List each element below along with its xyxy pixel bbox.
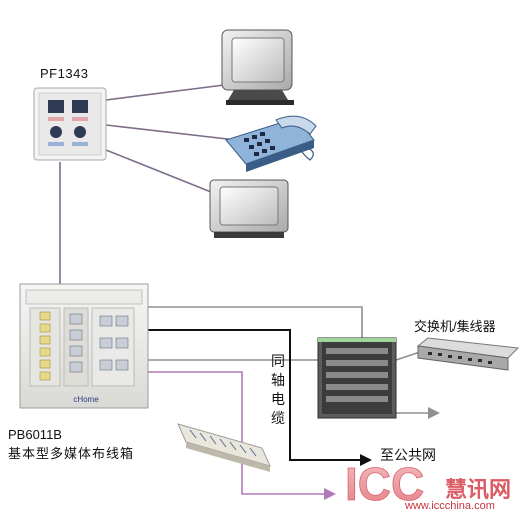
coax-port-1 <box>50 126 62 138</box>
svg-text:ICC: ICC <box>345 458 424 510</box>
cable-panel-to-tv <box>105 149 217 195</box>
switch-hub <box>416 337 520 371</box>
public-network-label: 至公共网 <box>380 447 436 463</box>
patch-panel <box>177 423 271 472</box>
rj45-port-2 <box>72 100 88 113</box>
telephone <box>225 115 317 172</box>
cable-box-to-public-lower <box>148 371 326 495</box>
svg-text:慧讯网: 慧讯网 <box>445 478 511 503</box>
box-name-label: 基本型多媒体布线箱 <box>8 446 135 461</box>
faceplate-panel <box>33 87 107 161</box>
rj45-port-1 <box>48 100 64 113</box>
coax-cable <box>148 329 362 461</box>
switch-label: 交换机/集线器 <box>414 319 496 334</box>
television <box>209 179 289 238</box>
box-brand-logo: cHome <box>73 395 99 404</box>
faceplate-model-label: PF1343 <box>40 66 89 81</box>
arrow-to-public-network <box>360 454 372 466</box>
coax-cable-label: 同轴电缆 <box>271 353 285 426</box>
cable-rack-to-switch <box>395 351 421 361</box>
cable-box-to-rack <box>148 306 363 338</box>
multimedia-box: cHome <box>19 283 149 409</box>
cable-panel-to-phone <box>105 124 237 141</box>
arrow-right-gray <box>428 407 440 419</box>
cable-panel-to-monitor <box>105 83 233 101</box>
cables <box>59 83 430 495</box>
icc-watermark-logo: ICC 慧讯网 <box>345 458 511 511</box>
arrowheads <box>324 407 440 500</box>
arrow-lower-purple <box>324 488 336 500</box>
network-rack <box>317 337 397 419</box>
watermark-url: www.iccchina.com <box>405 500 495 512</box>
box-model-label: PB6011B <box>8 427 62 442</box>
coax-port-2 <box>74 126 86 138</box>
computer-monitor <box>221 29 294 105</box>
